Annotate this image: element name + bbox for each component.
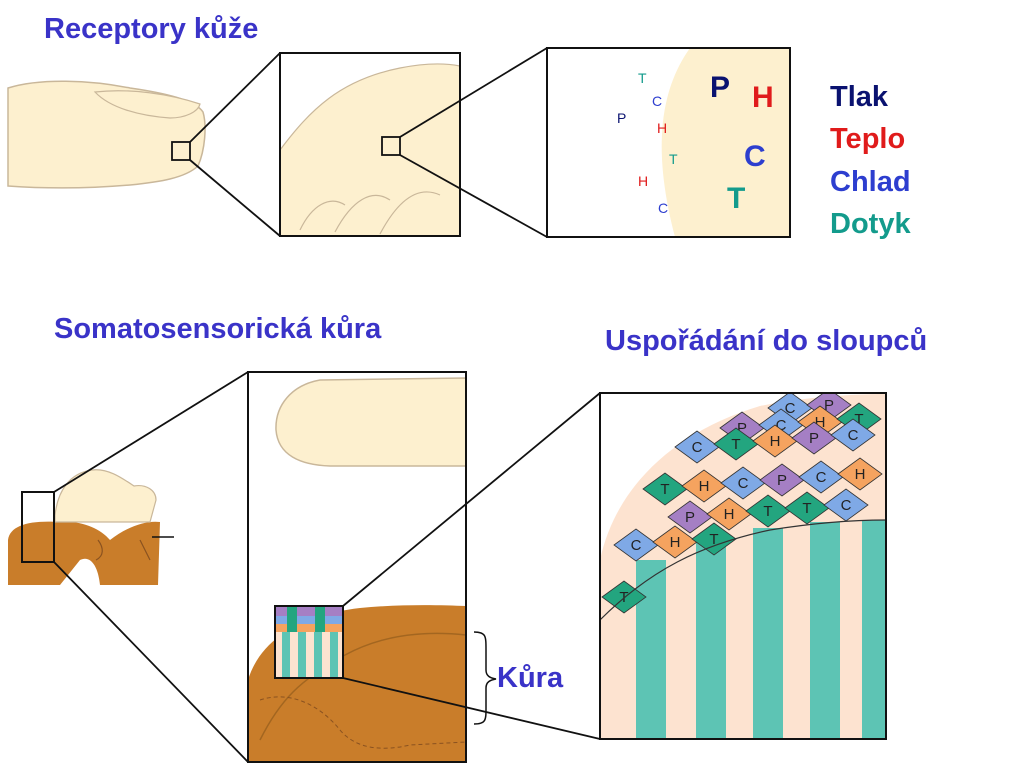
column-cell-label: P	[737, 420, 747, 437]
zoom-lines-3	[53, 371, 249, 763]
skin-zoom-box	[381, 136, 401, 156]
legend-teplo: Teplo	[830, 123, 905, 155]
title-receptors: Receptory kůže	[44, 13, 258, 45]
column-cell-label: T	[854, 411, 863, 428]
receptor-c-small: C	[658, 200, 668, 216]
column-cell-label: T	[763, 503, 772, 520]
column-cell-label: P	[809, 430, 819, 447]
receptor-p-small: P	[617, 110, 626, 126]
cortical-column-stripe	[810, 522, 840, 739]
receptor-c-large: C	[744, 140, 766, 173]
column-cell-label: H	[855, 466, 866, 483]
label-kura: Kůra	[497, 662, 564, 694]
brain-illustration	[8, 469, 174, 585]
column-inset	[275, 606, 343, 678]
receptor-c-small: C	[652, 93, 662, 109]
cortex-brace	[473, 631, 497, 725]
brain-zoom-box	[21, 491, 55, 563]
legend: Tlak Teplo Chlad Dotyk	[830, 81, 911, 240]
cortical-column-stripe	[753, 528, 783, 739]
column-cell-label: H	[815, 414, 826, 431]
title-columns: Uspořádání do sloupců	[605, 325, 927, 357]
receptor-h-small: H	[657, 120, 667, 136]
zoom-lines-1	[189, 52, 281, 237]
column-cell-label: H	[670, 534, 681, 551]
finger-illustration	[7, 80, 206, 189]
zoom-lines-4	[342, 392, 601, 740]
column-cell-label: H	[770, 433, 781, 450]
column-cell-label: C	[841, 497, 852, 514]
column-cell-label: C	[776, 417, 787, 434]
legend-chlad: Chlad	[830, 166, 911, 198]
cortical-column-stripe	[862, 520, 886, 739]
column-cell-label: P	[777, 472, 787, 489]
column-cell-label: T	[660, 481, 669, 498]
receptor-t-small: T	[638, 70, 647, 86]
legend-dotyk: Dotyk	[830, 208, 911, 240]
column-cell-label: C	[692, 439, 703, 456]
finger-zoom-box	[171, 141, 191, 161]
skin-panel-1	[279, 52, 461, 237]
cortex-panel	[247, 371, 467, 763]
column-cell-label: C	[785, 400, 796, 417]
cortical-column-stripe	[696, 538, 726, 739]
title-cortex: Somatosensorická kůra	[54, 313, 382, 345]
column-cell-label: C	[848, 427, 859, 444]
receptor-t-small: T	[669, 151, 678, 167]
column-cell: C	[830, 418, 876, 452]
column-cell-label: C	[816, 469, 827, 486]
receptor-p-large: P	[710, 71, 730, 104]
cortical-column-stripe	[636, 560, 666, 739]
legend-tlak: Tlak	[830, 81, 889, 113]
receptor-panel: T C P H T H C P H C T	[546, 47, 791, 238]
receptor-t-large: T	[727, 182, 745, 215]
column-cell-label: T	[709, 531, 718, 548]
column-cell: C	[823, 488, 869, 522]
receptor-h-small: H	[638, 173, 648, 189]
column-cell-label: T	[802, 500, 811, 517]
zoom-lines-2	[399, 47, 548, 238]
receptor-h-large: H	[752, 81, 774, 114]
column-cell: H	[837, 457, 883, 491]
column-cell-label: T	[731, 436, 740, 453]
column-cell-label: C	[738, 475, 749, 492]
column-cell-label: P	[685, 509, 695, 526]
column-cell-label: H	[724, 506, 735, 523]
column-cell-label: P	[824, 397, 834, 414]
cortex-zoom-box	[274, 605, 344, 679]
column-cell-label: H	[699, 478, 710, 495]
column-cell-label: C	[631, 537, 642, 554]
